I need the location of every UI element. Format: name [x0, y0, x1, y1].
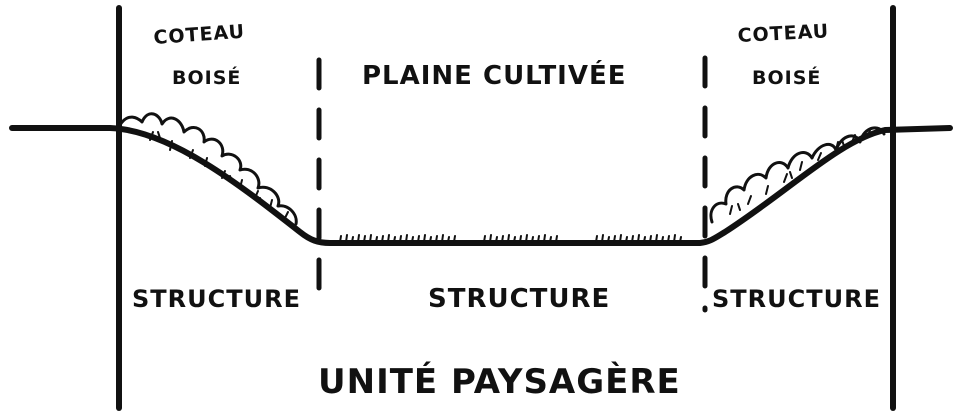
plain-grass-icon	[339, 234, 682, 243]
terrain-profile	[9, 125, 953, 246]
center-zone-label: PLAINE CULTIVÉE	[362, 59, 627, 91]
structure-label-left: STRUCTURE	[132, 285, 301, 313]
left-vegetation-icon	[118, 112, 298, 226]
left-zone-label-line1: COTEAU	[153, 21, 246, 49]
left-zone-label-line2: BOISÉ	[172, 66, 241, 89]
right-zone-label-line2: BOISÉ	[752, 66, 821, 89]
structure-label-right: STRUCTURE	[712, 285, 881, 313]
structure-label-center: STRUCTURE	[428, 284, 610, 314]
landscape-unit-label: UNITÉ PAYSAGÈRE	[318, 361, 681, 402]
right-zone-label-line1: COTEAU	[737, 20, 830, 47]
right-vegetation-icon	[709, 126, 886, 224]
